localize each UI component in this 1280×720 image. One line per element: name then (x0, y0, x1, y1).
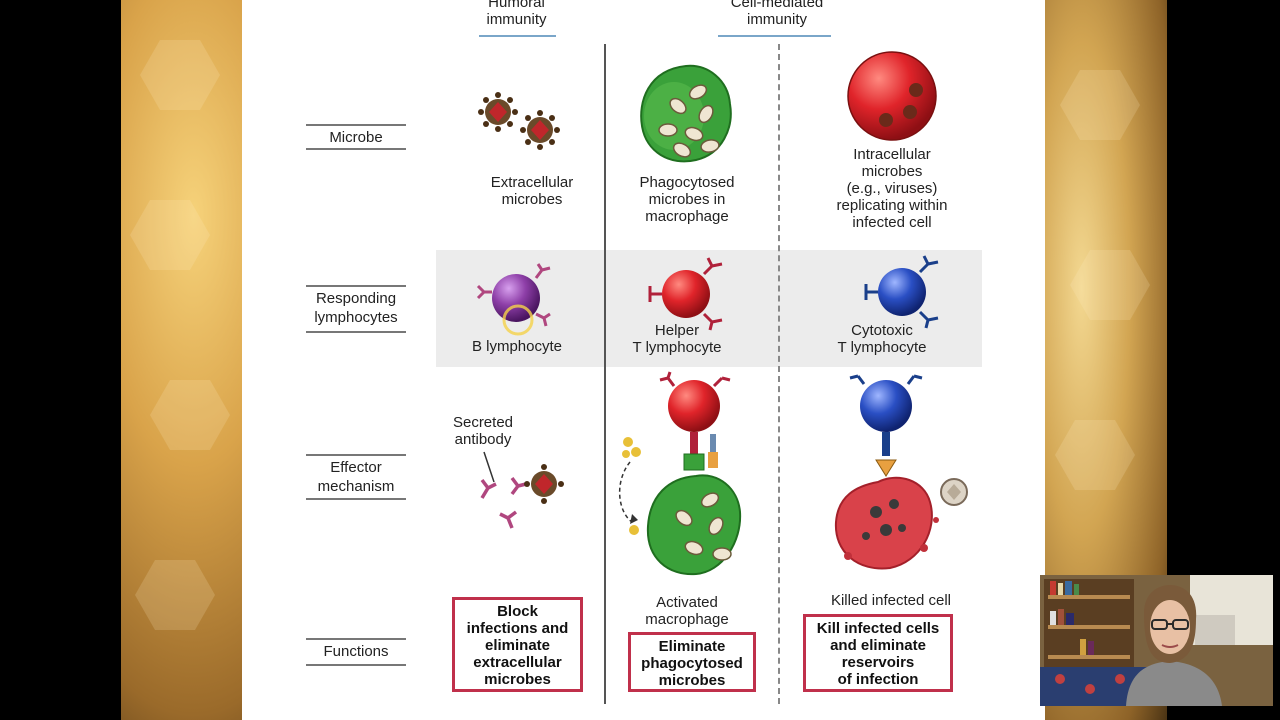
ingested-microbe-icon (675, 492, 732, 561)
helper-t-lymphocyte-illustration (648, 257, 723, 331)
virus-particle-icon (478, 92, 518, 132)
cytotoxic-t-lymphocyte-label: Cytotoxic T lymphocyte (837, 322, 927, 356)
cell-mediated-header-underline (718, 35, 831, 37)
helper-t-lymphocyte-label: Helper T lymphocyte (632, 322, 722, 356)
function-eliminate-phagocytosed-box: Eliminate phagocytosed microbes (628, 632, 756, 692)
slide: Humoral immunity Cell-mediated immunity … (242, 0, 1045, 720)
row-label-microbe: Microbe (306, 124, 406, 150)
fragmented-nucleus-icon (862, 499, 906, 540)
antibody-neutralization-illustration (480, 451, 564, 529)
extracellular-microbes-label: Extracellular microbes (490, 174, 574, 208)
row-label-functions: Functions (306, 638, 406, 666)
activated-macrophage-label: Activated macrophage (645, 594, 729, 628)
humoral-divider (604, 44, 606, 704)
function-block-infections-box: Block infections and eliminate extracell… (452, 597, 583, 692)
helper-t-activating-macrophage-illustration (618, 371, 742, 576)
function-kill-infected-cells-box: Kill infected cells and eliminate reserv… (803, 614, 953, 692)
cytotoxic-t-lymphocyte-illustration (864, 255, 939, 329)
background-hexagon (1060, 70, 1140, 140)
secreted-antibody-label: Secreted antibody (452, 414, 514, 448)
background-left-letterbox (0, 0, 121, 720)
background-hexagon (1070, 250, 1150, 320)
ingested-microbe-icon (658, 84, 720, 158)
b-lymphocyte-label: B lymphocyte (471, 338, 563, 355)
killed-infected-cell-label: Killed infected cell (830, 592, 952, 609)
virus-particle-icon (524, 464, 564, 504)
presenter-torso (1126, 661, 1222, 706)
glasses-icon (1151, 619, 1189, 630)
humoral-immunity-header: Humoral immunity (486, 0, 547, 28)
cell-mediated-immunity-header: Cell-mediated immunity (730, 0, 824, 28)
background-hexagon (1055, 420, 1135, 490)
cytokine-icon (622, 437, 641, 458)
cytotoxic-t-killing-infected-cell-illustration (834, 374, 968, 570)
released-virus-icon (940, 478, 968, 506)
row-label-effector-mechanism: Effector mechanism (306, 454, 406, 500)
virus-particle-icon (520, 110, 560, 150)
infected-cell-illustration (847, 51, 937, 141)
phagocytosed-microbes-label: Phagocytosed microbes in macrophage (639, 174, 735, 225)
b-cell-receptor-icon (476, 263, 551, 327)
intracellular-virus-icon (879, 83, 923, 127)
cell-mediated-divider (778, 44, 780, 704)
t-cell-receptor-icon (864, 255, 939, 329)
row-label-responding-lymphocytes: Responding lymphocytes (306, 285, 406, 333)
b-lymphocyte-illustration (476, 263, 551, 336)
antibody-icon (480, 476, 527, 529)
antibody-pointer-line (483, 451, 495, 483)
humoral-header-underline (479, 35, 556, 37)
intracellular-microbes-label: Intracellular microbes (e.g., viruses) r… (836, 146, 948, 231)
extracellular-microbes-illustration (478, 92, 560, 150)
background-hexagon (135, 560, 215, 630)
presenter-video-frame (1040, 575, 1273, 706)
presenter-face (1150, 600, 1190, 654)
macrophage-with-microbes-illustration (640, 64, 732, 163)
cursor-highlight-ring (502, 304, 534, 336)
presenter-webcam (1040, 575, 1273, 706)
t-cell-receptor-icon (648, 257, 723, 331)
